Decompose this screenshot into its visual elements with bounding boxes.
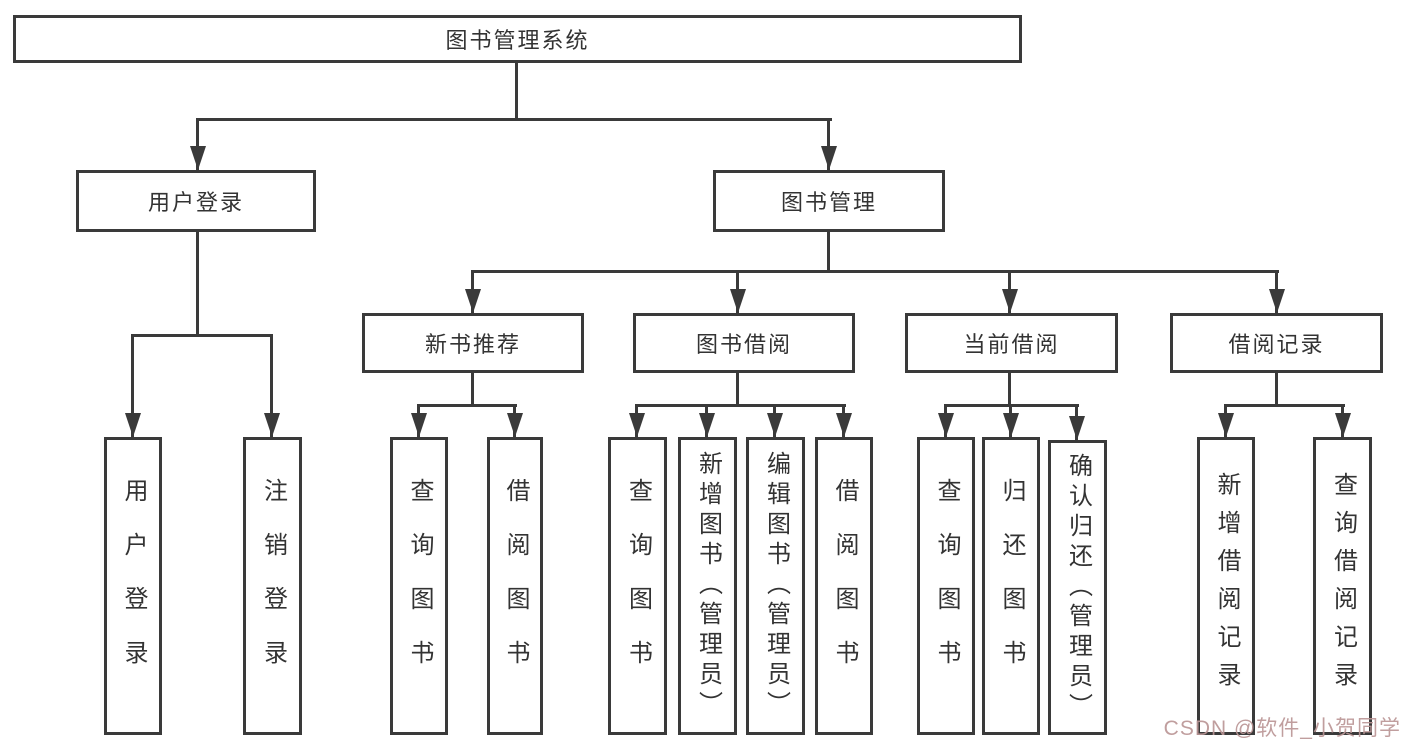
watermark: CSDN @软件_小贺同学 (1163, 717, 1401, 740)
node-book-management: 图书管理 (713, 170, 945, 232)
arrow-query3 (938, 413, 954, 437)
leaf-logout: 注销登录 (243, 437, 302, 735)
leaf-add-book-admin-label: 新增图书（管理员） (694, 451, 722, 721)
connector-borrowrecord-bus (1224, 404, 1345, 407)
node-borrowing-records: 借阅记录 (1170, 313, 1383, 373)
leaf-query-books-3-label: 查询图书 (933, 478, 960, 694)
arrow-newbook (465, 289, 481, 313)
leaf-user-login-label: 用户登录 (120, 478, 147, 694)
arrow-user-login (190, 146, 206, 170)
connector-root-bus (196, 118, 832, 121)
leaf-borrow-books-1: 借阅图书 (487, 437, 543, 735)
arrow-book-mgmt (821, 146, 837, 170)
arrow-addbook (699, 413, 715, 437)
leaf-add-borrow-record-label: 新增借阅记录 (1213, 472, 1240, 700)
arrow-return (1003, 413, 1019, 437)
node-user-login: 用户登录 (76, 170, 316, 232)
leaf-borrow-books-1-label: 借阅图书 (502, 478, 529, 694)
leaf-query-borrow-record: 查询借阅记录 (1313, 437, 1372, 735)
arrow-borrow1 (507, 413, 523, 437)
leaf-edit-book-admin: 编辑图书（管理员） (746, 437, 805, 735)
leaf-query-books-1-label: 查询图书 (406, 478, 433, 694)
arrow-queryrecord (1335, 413, 1351, 437)
arrow-currentborrow (1002, 289, 1018, 313)
arrow-query1 (411, 413, 427, 437)
leaf-query-books-2: 查询图书 (608, 437, 667, 735)
leaf-add-book-admin: 新增图书（管理员） (678, 437, 737, 735)
arrow-editbook (767, 413, 783, 437)
connector-bookborrow-stem (736, 371, 739, 407)
connector-root-stem (515, 61, 518, 120)
connector-newbook-stem (471, 371, 474, 407)
connector-userlogin-stem (196, 230, 199, 337)
leaf-return-book: 归还图书 (982, 437, 1040, 735)
connector-drop-leaf-login (131, 334, 134, 437)
leaf-return-book-label: 归还图书 (998, 478, 1025, 694)
connector-userlogin-bus (131, 334, 273, 337)
arrow-addrecord (1218, 413, 1234, 437)
leaf-query-books-1: 查询图书 (390, 437, 448, 735)
leaf-query-borrow-record-label: 查询借阅记录 (1329, 472, 1357, 700)
node-library-system: 图书管理系统 (13, 15, 1022, 63)
connector-currentborrow-stem (1008, 371, 1011, 407)
connector-newbook-bus (417, 404, 517, 407)
arrow-query2 (629, 413, 645, 437)
connector-bookmgmt-bus (471, 270, 1279, 273)
leaf-borrow-books-2: 借阅图书 (815, 437, 873, 735)
leaf-add-borrow-record: 新增借阅记录 (1197, 437, 1255, 735)
leaf-borrow-books-2-label: 借阅图书 (831, 478, 858, 694)
connector-bookmgmt-stem (827, 230, 830, 272)
leaf-user-login: 用户登录 (104, 437, 162, 735)
arrow-borrowrecord (1269, 289, 1285, 313)
leaf-query-books-3: 查询图书 (917, 437, 975, 735)
connector-drop-leaf-logout (270, 334, 273, 437)
leaf-edit-book-admin-label: 编辑图书（管理员） (762, 451, 790, 721)
node-book-borrowing: 图书借阅 (633, 313, 855, 373)
connector-drop-book-mgmt (827, 118, 830, 172)
connector-drop-user-login (196, 118, 199, 172)
arrow-borrow2 (836, 413, 852, 437)
connector-borrowrecord-stem (1275, 371, 1278, 407)
leaf-logout-label: 注销登录 (259, 478, 287, 694)
leaf-query-books-2-label: 查询图书 (624, 478, 652, 694)
leaf-confirm-return-admin: 确认归还（管理员） (1048, 440, 1107, 735)
connector-bookborrow-bus (635, 404, 846, 407)
node-new-book-recommend: 新书推荐 (362, 313, 584, 373)
arrow-leaf-login (125, 413, 141, 437)
node-current-borrowing: 当前借阅 (905, 313, 1118, 373)
arrow-bookborrow (730, 289, 746, 313)
leaf-confirm-return-admin-label: 确认归还（管理员） (1064, 452, 1092, 723)
arrow-confirmreturn (1069, 416, 1085, 440)
arrow-leaf-logout (264, 413, 280, 437)
